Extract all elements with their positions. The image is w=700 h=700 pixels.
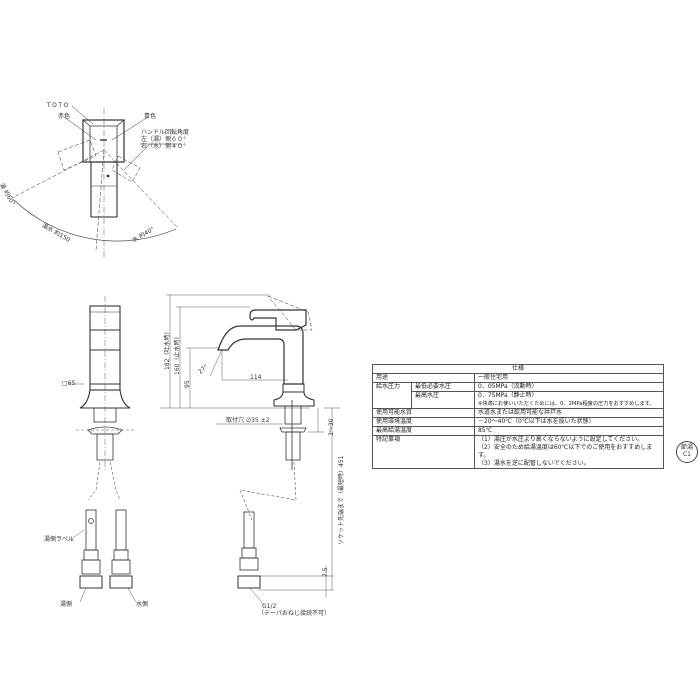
spout-reach-dimension: 114 (250, 374, 262, 381)
water-saving-stamp: 節湯 C1 (676, 441, 698, 463)
mount-hole-dimension: 取付穴 ∅35 ±2 (226, 417, 270, 424)
table-row: 給水圧力 最低必要水圧 0．05MPa（流動時） (372, 382, 664, 409)
spec-table-title: 仕様 (372, 364, 664, 374)
height-closed-dimension: 160（止水時） (174, 333, 181, 375)
spec-value: 85℃ (474, 426, 664, 436)
spec-label: 特記事項 (372, 435, 475, 469)
table-row: 最高給湯温度 85℃ (372, 426, 664, 436)
handle-angle-right: 右（水）側４０° (141, 143, 187, 150)
fitting-dimension: 7.5 (322, 567, 329, 577)
stamp-line2: C1 (682, 451, 691, 458)
spec-label: 用途 (372, 373, 475, 383)
counter-thickness-dimension: 3～30 (328, 418, 335, 436)
spec-value: （1）湯圧が水圧より高くならないように設定してください。 (474, 435, 664, 444)
side-view-drawing (160, 294, 340, 606)
spout-height-dimension: 95 (184, 380, 191, 388)
spec-value: 一般住宅用 (474, 373, 664, 383)
front-view-drawing (68, 296, 136, 501)
spec-value: （2）安全のため給湯温度は60℃以下でのご使用をおすすめします。 (474, 444, 664, 460)
spec-label: 使用可能水質 (372, 408, 475, 418)
table-row: 用途 一般住宅用 (372, 373, 664, 383)
table-row: 特記事項 （1）湯圧が水圧より高くならないように設定してください。 (372, 435, 664, 469)
handle-angle-title: ハンドル回転角度 (141, 129, 190, 136)
hose-fittings-drawing (69, 509, 137, 603)
spec-sublabel: 最低必要水圧 (411, 382, 475, 392)
handle-angle-left: 左（湯）側６０° (141, 136, 187, 143)
hot-side-label: 湯側 (60, 601, 73, 608)
table-row: （3）湯水を逆に配管しないでください。 (373, 460, 664, 469)
table-row: （2）安全のため給湯温度は60℃以下でのご使用をおすすめします。 (373, 444, 664, 460)
height-total-dimension: 182（吐水時） (164, 328, 171, 370)
spec-sublabel: 最高水圧 (411, 391, 475, 409)
table-row: 使用可能水質 水道水または飲用可能な井戸水 (372, 408, 664, 418)
table-row: 最高水圧 0．75MPa（静止時） (373, 391, 664, 409)
cold-side-label: 水側 (136, 601, 149, 608)
spec-value: （3）湯水を逆に配管しないでください。 (474, 460, 664, 469)
hot-label-sticker: 湯側ラベル (44, 536, 75, 543)
spec-label: 使用環境温度 (372, 417, 475, 427)
thread-spec: G1/2 (262, 603, 277, 610)
spec-value: 水道水または飲用可能な井戸水 (474, 408, 664, 418)
red-mark-label: 赤色 (58, 113, 71, 120)
spec-value: 0．05MPa（流動時） (474, 382, 664, 392)
hose-length-dimension: ソケット先端まで（最短時）451 (338, 455, 345, 545)
spec-note: ※快適にお使いいただくためには、0．2MPa程度の圧力をおすすめします。 (474, 400, 664, 409)
table-row: 使用環境温度 －20～40℃（0℃以下は水を抜いた状態） (372, 417, 664, 427)
stamp-line1: 節湯 (680, 444, 693, 451)
spec-label: 最高給湯温度 (372, 426, 475, 436)
square-dimension: □65 (62, 380, 76, 387)
spec-label: 給水圧力 (372, 382, 412, 409)
top-view-drawing (11, 105, 182, 258)
thread-note: （テーパおねじ接続不可） (258, 610, 330, 617)
brand-label: TOTO (47, 102, 70, 109)
blue-mark-label: 青色 (144, 113, 157, 120)
spec-table: 仕様 用途 一般住宅用 給水圧力 最低必要水圧 0．05MPa（流動時） 最高水… (372, 364, 664, 469)
spec-value: －20～40℃（0℃以下は水を抜いた状態） (474, 417, 664, 427)
spec-value: 0．75MPa（静止時） (474, 391, 664, 400)
